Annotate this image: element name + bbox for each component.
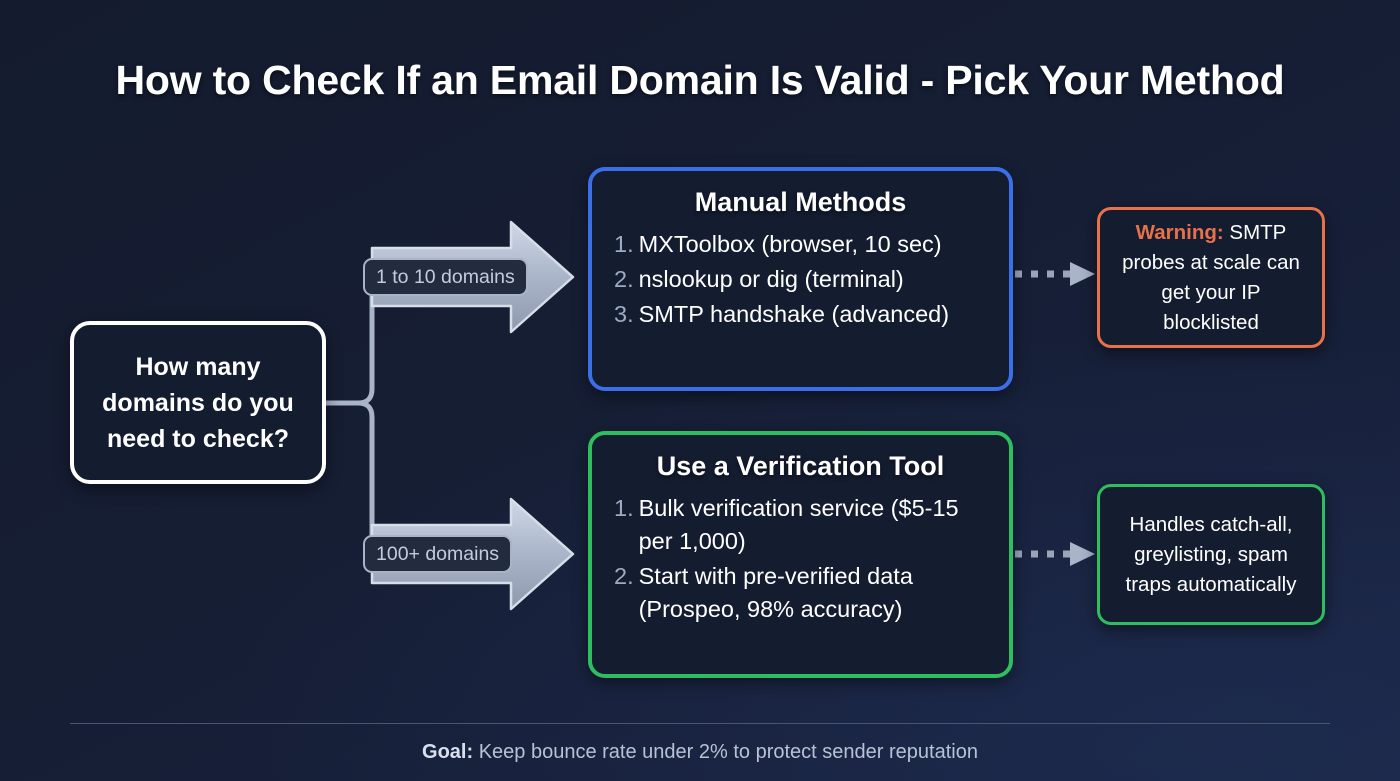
list-number: 1. [614, 495, 634, 521]
warning-note: Warning: SMTP probes at scale can get yo… [1097, 207, 1325, 348]
list-text: Bulk verification service ($5-15 per 1,0… [638, 495, 959, 554]
warning-note-text: Warning: SMTP probes at scale can get yo… [1112, 218, 1310, 338]
list-text: SMTP handshake (advanced) [638, 301, 950, 327]
list-number: 2. [614, 266, 634, 292]
dotted-arrow-right-icon-top [1015, 262, 1095, 286]
verification-tool-node[interactable]: Use a Verification Tool 1. Bulk verifica… [588, 431, 1013, 678]
list-text: nslookup or dig (terminal) [638, 266, 904, 292]
list-text: MXToolbox (browser, 10 sec) [638, 231, 942, 257]
decision-line-2: domains do you [102, 388, 294, 417]
footer-text: Goal: Keep bounce rate under 2% to prote… [0, 741, 1400, 764]
footer-body: Keep bounce rate under 2% to protect sen… [473, 741, 978, 763]
manual-methods-node[interactable]: Manual Methods 1. MXToolbox (browser, 10… [588, 167, 1013, 391]
list-item: 3. SMTP handshake (advanced) [614, 298, 987, 331]
list-item: 1. MXToolbox (browser, 10 sec) [614, 228, 987, 261]
decision-node[interactable]: How many domains do you need to check? [70, 321, 326, 484]
list-number: 3. [614, 301, 634, 327]
warning-label: Warning: [1135, 220, 1224, 244]
decision-line-1: How many [135, 352, 261, 381]
list-number: 1. [614, 231, 634, 257]
branch-label-100-plus: 100+ domains [363, 535, 513, 573]
warning-body: SMTP probes at scale can get your IP blo… [1122, 220, 1300, 334]
benefit-note: Handles catch-all, greylisting, spam tra… [1097, 484, 1325, 625]
footer-label: Goal: [422, 741, 474, 763]
fork-connector-icon [323, 274, 389, 557]
manual-methods-list: 1. MXToolbox (browser, 10 sec) 2. nslook… [614, 228, 987, 333]
decision-line-3: need to check? [107, 424, 289, 453]
list-text: Start with pre-verified data (Prospeo, 9… [638, 563, 913, 622]
benefit-note-text: Handles catch-all, greylisting, spam tra… [1125, 512, 1297, 596]
dotted-arrow-right-icon-bottom [1015, 542, 1095, 566]
list-number: 2. [614, 563, 634, 589]
verification-tool-list: 1. Bulk verification service ($5-15 per … [614, 492, 987, 628]
manual-methods-title: Manual Methods [694, 187, 907, 217]
footer-divider [70, 723, 1330, 724]
page-title: How to Check If an Email Domain Is Valid… [115, 57, 1285, 103]
list-item: 2. nslookup or dig (terminal) [614, 263, 987, 296]
list-item: 1. Bulk verification service ($5-15 per … [614, 492, 987, 558]
list-item: 2. Start with pre-verified data (Prospeo… [614, 560, 987, 626]
verification-tool-title: Use a Verification Tool [656, 451, 945, 481]
branch-label-1-to-10: 1 to 10 domains [363, 258, 528, 296]
